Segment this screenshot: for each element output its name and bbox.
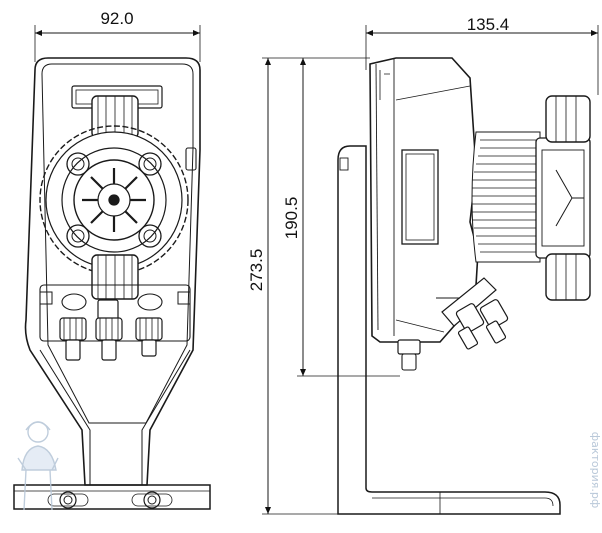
side-view: [262, 25, 599, 515]
front-view: [13, 25, 211, 510]
worker-mascot-icon: [17, 421, 59, 511]
dimension-depth-label: 135.4: [467, 15, 510, 34]
dimension-height-overall-label: 273.5: [247, 249, 266, 292]
dimension-width-label: 92.0: [100, 9, 133, 28]
watermark-text: фактория.рф: [589, 432, 602, 509]
dimension-height-body-label: 190.5: [282, 197, 301, 240]
